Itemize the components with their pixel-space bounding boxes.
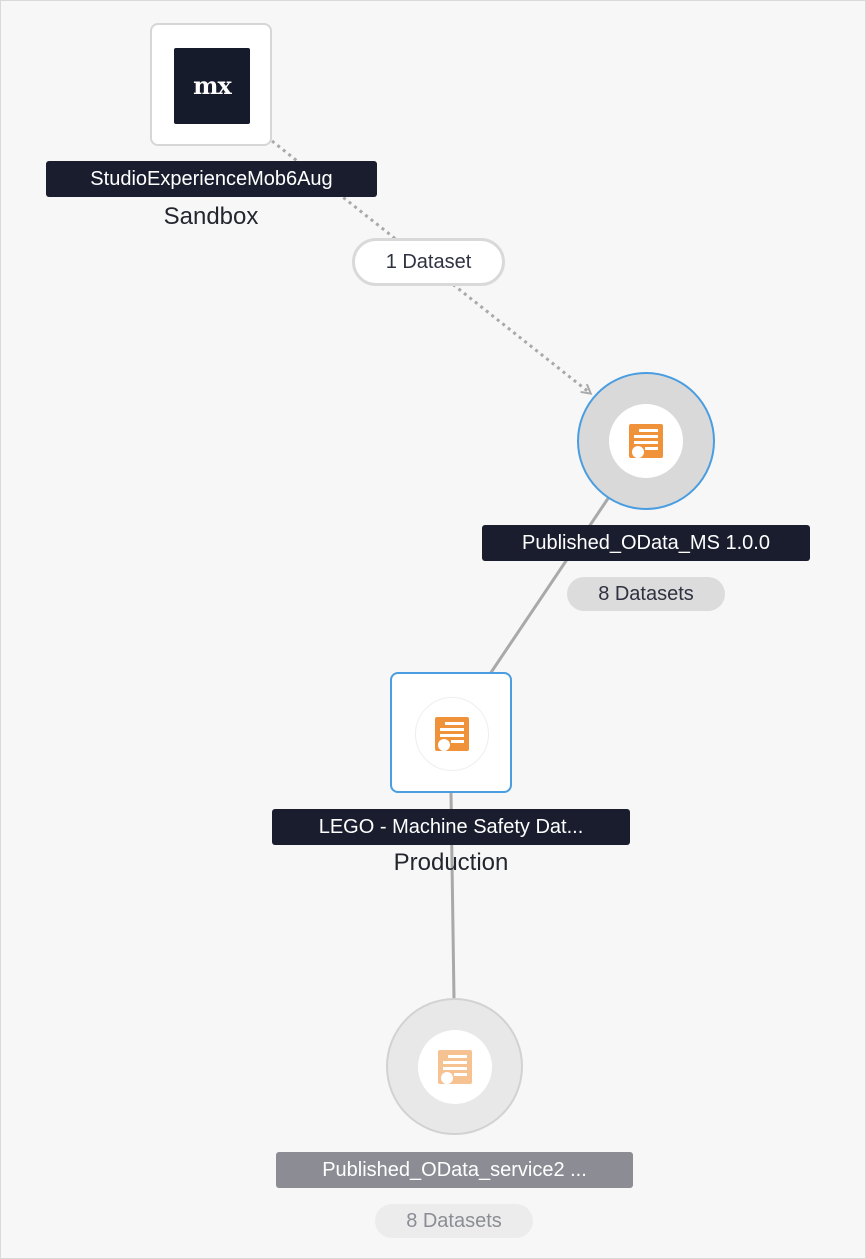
published-odata-ms-datasets-badge: 8 Datasets [567, 577, 725, 611]
sandbox-app-node[interactable]: mx [150, 23, 272, 146]
edge-dataset-count-label[interactable]: 1 Dataset [352, 238, 505, 286]
published-odata-service2-datasets-badge: 8 Datasets [375, 1204, 533, 1238]
published-odata-ms-name-label[interactable]: Published_OData_MS 1.0.0 [482, 525, 810, 561]
lego-app-icon-wrap [415, 697, 489, 771]
published-odata-service2-node[interactable] [386, 998, 523, 1135]
published-odata-service2-name-label[interactable]: Published_OData_service2 ... [276, 1152, 633, 1188]
published-odata-ms-icon-wrap [609, 404, 683, 478]
dataset-document-icon [629, 424, 663, 458]
dataset-document-icon [437, 1049, 472, 1084]
dataset-document-icon [435, 717, 469, 751]
mendix-logo-icon: mx [174, 48, 250, 124]
lego-environment-label: Production [393, 849, 509, 876]
published-odata-ms-node[interactable] [577, 372, 715, 510]
sandbox-app-name-label[interactable]: StudioExperienceMob6Aug [46, 161, 377, 197]
lego-app-node[interactable] [390, 672, 512, 793]
published-odata-service2-icon-wrap [417, 1029, 492, 1104]
lego-app-name-label[interactable]: LEGO - Machine Safety Dat... [272, 809, 630, 845]
sandbox-environment-label: Sandbox [163, 203, 259, 230]
